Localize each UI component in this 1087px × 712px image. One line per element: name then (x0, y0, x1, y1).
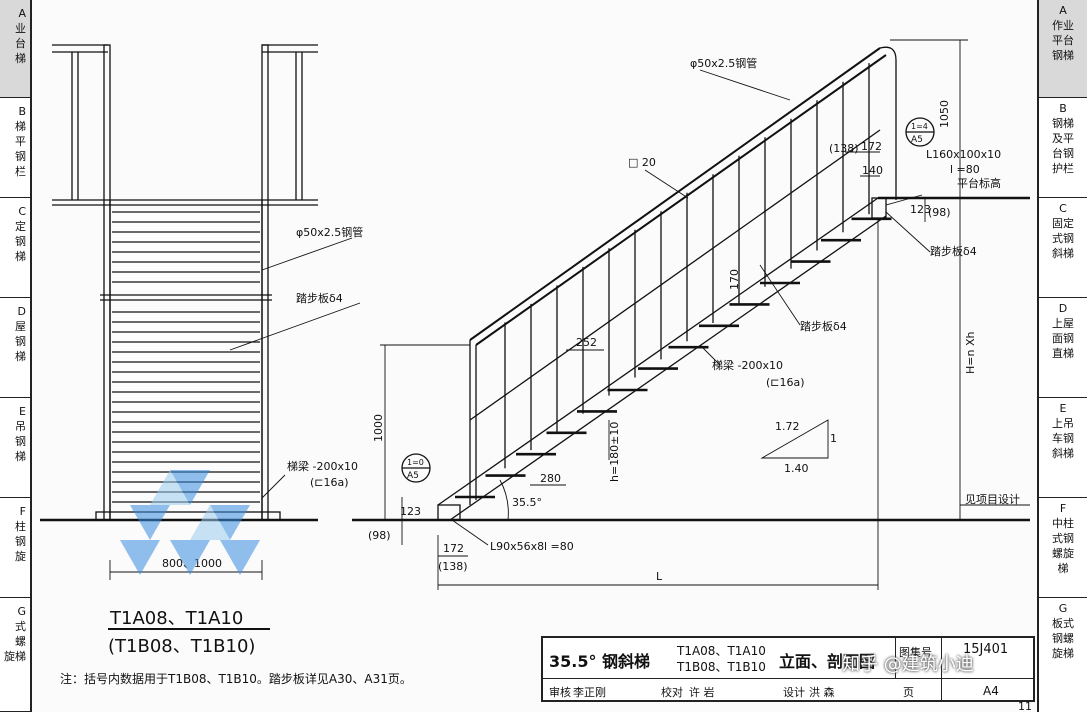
label-l80-bot: l =80 (544, 540, 574, 553)
label-dim280: 280 (540, 472, 561, 485)
plan-treads (112, 211, 260, 503)
reviewer-name: 李正刚 (573, 686, 606, 699)
label-angle-deg: 35.5° (512, 496, 542, 509)
plan-view (40, 44, 318, 522)
label-dim123-bot: 123 (400, 505, 421, 518)
title-main: 35.5° 钢斜梯 (549, 652, 651, 671)
elevation-treads (455, 217, 892, 499)
page-number-cell: A4 (983, 684, 999, 698)
label-slope-side: 1 (830, 432, 837, 445)
label-det-top-num: 1=4 (911, 122, 928, 131)
label-angle-top: L160x100x10 (926, 148, 1001, 161)
label-dim1050: 1050 (938, 100, 951, 128)
title-block: 35.5° 钢斜梯 T1A08、T1A10 T1B08、T1B10 立面、剖面图… (541, 636, 1035, 702)
label-square20: □ 20 (628, 156, 656, 169)
label-dim-l170: 170 (728, 269, 741, 290)
title-view: 立面、剖面图 (779, 652, 876, 671)
watermark-logo (120, 470, 260, 575)
title-codes-1: T1A08、T1A10 (677, 644, 766, 658)
elevation-view (352, 46, 1030, 522)
label-stringer-right: 梯梁 -200x10 (712, 358, 783, 372)
sheet-page-number: 11 (1018, 700, 1032, 712)
label-dim252: 252 (576, 336, 597, 349)
label-dim1000: 1000 (372, 414, 385, 442)
label-h-eq: h=180±10 (608, 422, 621, 482)
label-l80-top: l =80 (950, 163, 980, 176)
label-slope-bottom: 1.40 (784, 462, 809, 475)
elevation-posts (504, 63, 870, 469)
label-dim-L: L (656, 570, 663, 583)
page-label: 页 (903, 686, 914, 699)
title-codes-2: T1B08、T1B10 (677, 660, 766, 674)
label-stringer-left-alt: (⊏16a) (310, 476, 349, 489)
label-dim98-bot: (98) (368, 529, 391, 542)
label-stringer-left: 梯梁 -200x10 (287, 459, 358, 473)
label-tread-top: 踏步板δ4 (930, 244, 977, 258)
caption-alt: (T1B08、T1B10) (108, 636, 256, 657)
label-angle-bot: L90x56x8 (490, 540, 544, 553)
caption-main: T1A08、T1A10 (110, 608, 244, 629)
label-dim123-top: 123 (910, 203, 931, 216)
label-dim172: 172 (861, 140, 882, 153)
design-label: 设计 (783, 686, 805, 699)
label-slope-top: 1.72 (775, 420, 800, 433)
designer-name: 洪 森 (809, 686, 835, 699)
label-tread-mid: 踏步板δ4 (800, 319, 847, 333)
atlas-number: 15J401 (963, 642, 1009, 657)
check-label: 校对 (661, 686, 683, 699)
label-dim140: 140 (862, 164, 883, 177)
label-see-design: 见项目设计 (965, 493, 1020, 506)
footnote: 注：括号内数据用于T1B08、T1B10。踏步板详见A30、A31页。 (60, 672, 412, 686)
watermark-text: 知乎 @建筑小迪 (842, 654, 974, 675)
caption-divider (108, 628, 270, 630)
checker-name: 许 岩 (689, 686, 715, 699)
label-platform: 平台标高 (957, 176, 1001, 190)
label-stringer-right-alt: (⊏16a) (766, 376, 805, 389)
atlas-label: 图集号 (899, 646, 932, 659)
label-tread-left: 踏步板δ4 (296, 291, 343, 305)
label-dim172-bot: 172 (443, 542, 464, 555)
review-label: 审核 (549, 686, 571, 699)
label-dim138-bot: (138) (438, 560, 468, 573)
dimension-lines (109, 39, 1030, 590)
label-pipe-right: φ50x2.5钢管 (690, 56, 757, 70)
label-dim138: (138) (829, 142, 859, 155)
label-pipe-left: φ50x2.5钢管 (296, 225, 363, 239)
label-det-top-sheet: A5 (911, 135, 923, 145)
label-det-bot-sheet: A5 (407, 471, 419, 481)
label-dim98-top: (98) (928, 206, 951, 219)
label-det-bot-num: 1=0 (407, 458, 424, 467)
label-H-eq: H=n Xh (964, 332, 977, 374)
